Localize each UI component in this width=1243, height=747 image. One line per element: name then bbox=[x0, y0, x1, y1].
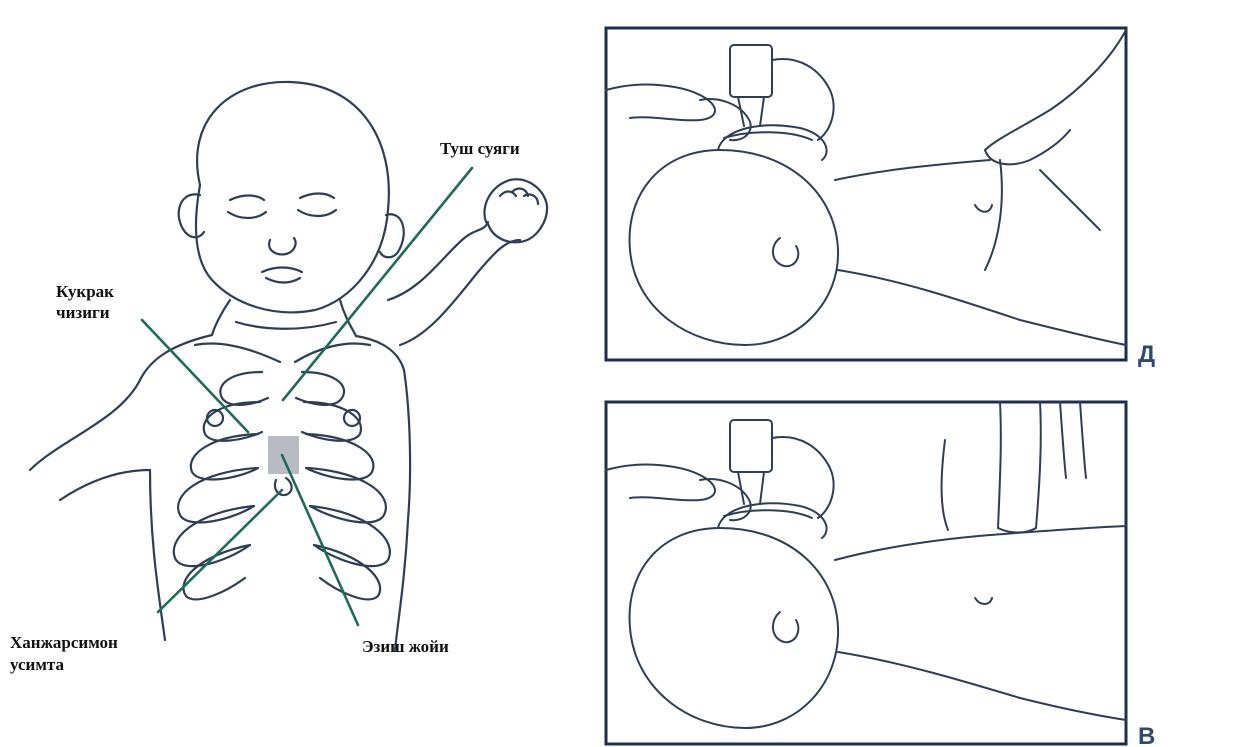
label-sternum: Туш суяги bbox=[440, 138, 520, 159]
panel-b-frame bbox=[606, 402, 1126, 744]
label-nipple-line-2: чизиги bbox=[56, 302, 110, 323]
label-compression-site: Эзиш жойи bbox=[362, 636, 449, 657]
label-xiphoid-2: усимта bbox=[10, 654, 64, 675]
panel-a-frame bbox=[606, 28, 1126, 360]
panel-a-letter: Д bbox=[1138, 341, 1155, 368]
label-nipple-line-1: Кукрак bbox=[56, 281, 114, 302]
label-xiphoid-1: Ханжарсимон bbox=[10, 632, 118, 653]
panel-b-letter: В bbox=[1138, 723, 1155, 747]
